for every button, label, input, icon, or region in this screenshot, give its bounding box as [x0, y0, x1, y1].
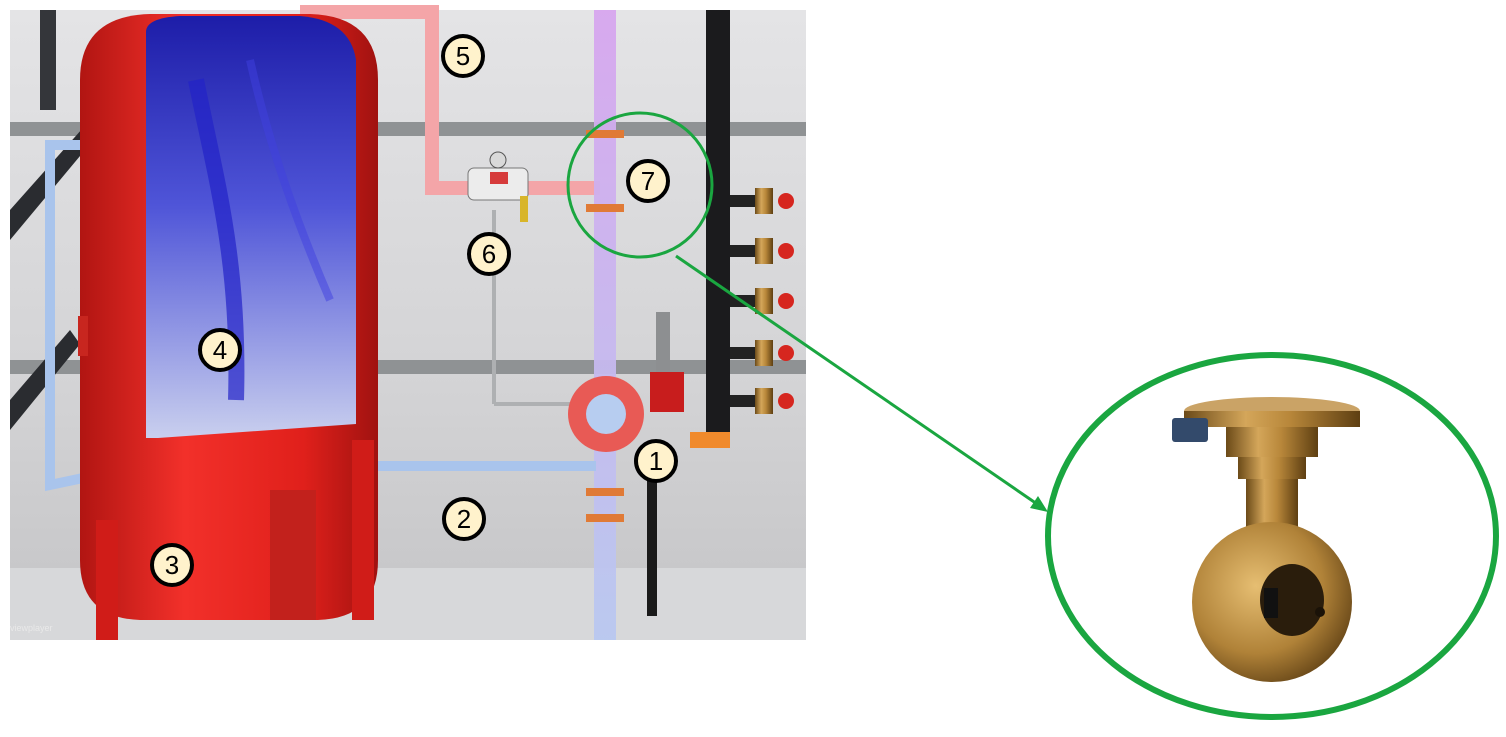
marker-label: 3 [164, 549, 180, 580]
steel-post [40, 10, 56, 110]
marker-label: 4 [212, 334, 228, 365]
tank-leg-center [270, 490, 316, 620]
marker-5: 5 [441, 34, 485, 78]
tank-leg [96, 520, 118, 640]
hose-valve [730, 238, 794, 264]
marker-label: 2 [456, 503, 472, 534]
marker-4: 4 [198, 328, 242, 372]
pointer-arrow-line [675, 254, 1041, 508]
marker-6: 6 [467, 232, 511, 276]
pressure-tank [78, 14, 378, 640]
hose-valve [730, 388, 794, 414]
hose-valve [730, 288, 794, 314]
tank-leg [352, 440, 374, 620]
check-valve [568, 312, 684, 452]
riser-flange [586, 488, 624, 496]
riser-flange [586, 130, 624, 138]
riser-flange [586, 514, 624, 522]
marker-label: 1 [648, 445, 664, 476]
hose-valve-group [730, 188, 794, 414]
marker-7: 7 [626, 159, 670, 203]
marker-label: 6 [481, 238, 497, 269]
alarm-valve-assembly [467, 151, 529, 222]
marker-label: 7 [640, 165, 656, 196]
orange-pipe-elbow [690, 432, 730, 448]
hose-valve [730, 340, 794, 366]
sprinkler-room-render [10, 5, 806, 640]
highlight-circle-small [566, 111, 714, 259]
water-ripple [246, 59, 334, 302]
watermark: viewplayer [10, 623, 53, 633]
marker-2: 2 [442, 497, 486, 541]
flow-switch-device [1172, 397, 1360, 682]
pointer-arrowhead [1030, 496, 1048, 512]
hose-valve [730, 188, 794, 214]
tank-handle [78, 316, 88, 356]
marker-3: 3 [150, 543, 194, 587]
marker-1: 1 [634, 439, 678, 483]
main-riser [594, 10, 616, 640]
standpipe [706, 10, 730, 440]
marker-label: 5 [455, 40, 471, 71]
riser-flange [586, 204, 624, 212]
